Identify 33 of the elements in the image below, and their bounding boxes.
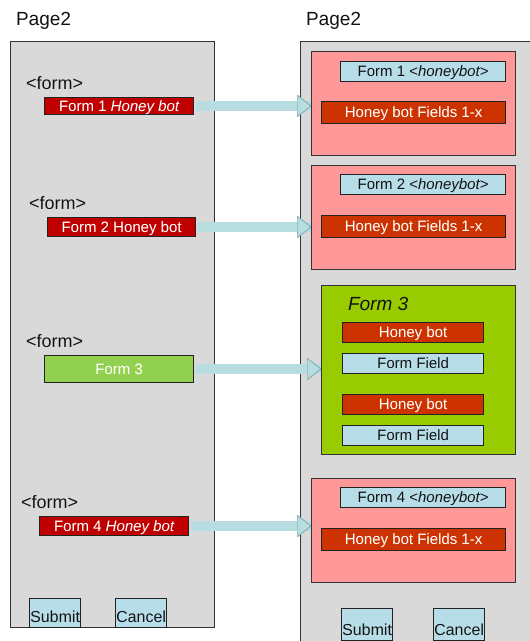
button: Submit [29, 598, 81, 628]
form-bar: Form 1 Honey bot [44, 97, 194, 115]
field-bar: Honey bot [342, 322, 484, 343]
form-panel [321, 285, 516, 455]
button: Submit [341, 608, 393, 641]
field-bar: Honey bot Fields 1-x [321, 215, 506, 238]
field-bar: Form 2 <honeybot> [340, 174, 506, 195]
form-bar: Form 4 Honey bot [39, 516, 189, 536]
block-arrow [196, 358, 322, 380]
field-bar: Honey bot Fields 1-x [321, 528, 506, 551]
form-panel [311, 165, 516, 270]
form-tag: <form> [26, 331, 84, 352]
form-tag: <form> [26, 73, 84, 94]
field-bar: Honey bot Fields 1-x [321, 101, 506, 124]
field-bar: Form 1 <honeybot> [340, 61, 506, 82]
form-panel [311, 478, 516, 583]
button: Cancel [115, 598, 167, 628]
form-bar: Form 3 [44, 355, 194, 383]
form-tag: <form> [29, 193, 86, 214]
page-title: Page2 [16, 8, 71, 32]
block-arrow [191, 514, 312, 538]
block-arrow [196, 94, 312, 118]
form-tag: <form> [21, 492, 78, 513]
form-title: Form 3 [348, 294, 408, 316]
field-bar: Form 4 <honeybot> [340, 487, 506, 508]
field-bar: Form Field [342, 353, 484, 374]
field-bar: Honey bot [342, 394, 484, 415]
form-bar: Form 2 Honey bot [47, 217, 196, 237]
page-title: Page2 [306, 8, 361, 32]
button: Cancel [433, 608, 485, 641]
field-bar: Form Field [342, 425, 484, 446]
form-panel [311, 51, 516, 156]
block-arrow [198, 216, 312, 238]
